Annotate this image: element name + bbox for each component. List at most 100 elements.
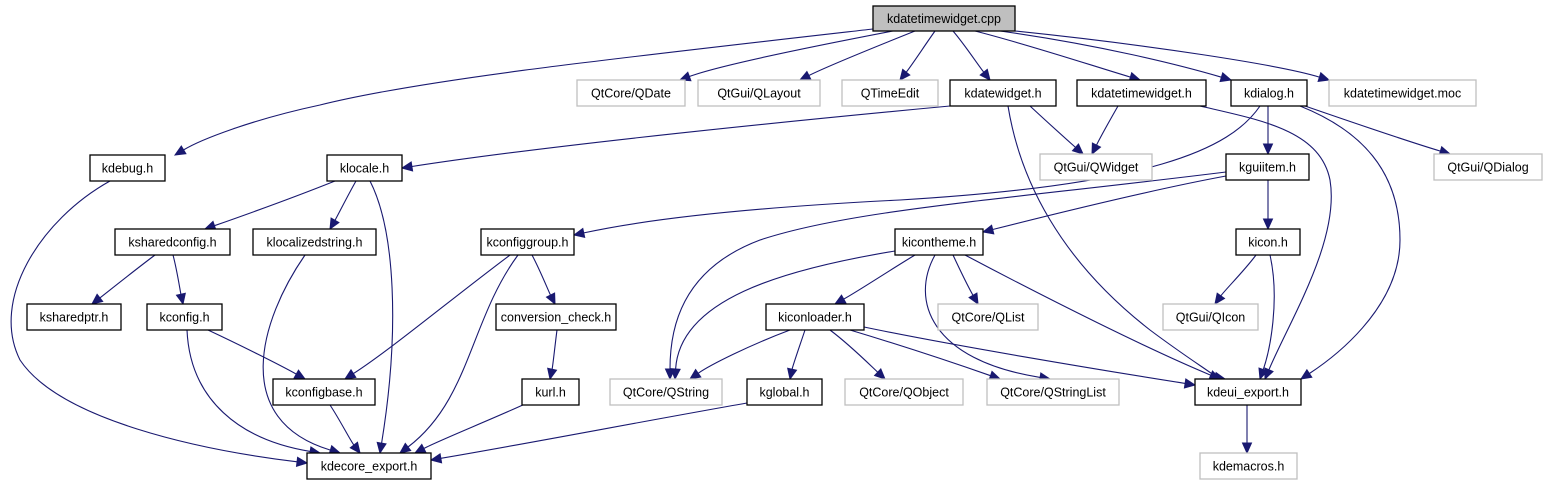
node-klocalizedstring-h[interactable]: klocalizedstring.h (252, 228, 377, 256)
node-klocale-h[interactable]: klocale.h (326, 154, 403, 182)
edge-line (583, 105, 1261, 234)
node-box[interactable] (146, 303, 223, 331)
node-box[interactable] (480, 228, 575, 256)
edge-kdialog-h-to-kguiitem-h (1262, 106, 1274, 156)
node-kurl-h[interactable]: kurl.h (521, 378, 580, 406)
edge-line (1007, 105, 1217, 378)
edge-kdatetimewidget-cpp-to-kdatetimewidget-h (974, 30, 1142, 82)
node-label: ksharedptr.h (40, 311, 109, 325)
node-box[interactable] (326, 154, 403, 182)
node-kdatetimewidget-h[interactable]: kdatetimewidget.h (1076, 79, 1207, 107)
node-box[interactable] (306, 452, 432, 480)
node-box (1199, 452, 1298, 480)
edge-line (440, 402, 748, 459)
node-box (1328, 79, 1477, 107)
node-kdecore-export-h[interactable]: kdecore_export.h (306, 452, 432, 480)
node-kiconloader-h[interactable]: kiconloader.h (765, 303, 865, 331)
arrowhead-icon (175, 292, 186, 306)
arrowhead-icon (1299, 368, 1313, 380)
edge-line (829, 329, 879, 373)
node-kicon-h[interactable]: kicon.h (1235, 228, 1301, 256)
node-box[interactable] (746, 378, 823, 406)
node-box[interactable] (949, 79, 1057, 107)
node-label: QtGui/QLayout (717, 87, 801, 101)
node-kconfiggroup-h[interactable]: kconfiggroup.h (480, 228, 575, 256)
edge-kdialog-h-to-qtgui-qdialog (1304, 105, 1452, 156)
edge-kconfiggroup-h-to-kdecore-export-h (399, 254, 519, 454)
node-kconfigbase-h[interactable]: kconfigbase.h (272, 378, 376, 406)
node-kglobal-h[interactable]: kglobal.h (746, 378, 823, 406)
node-label: kdemacros.h (1213, 460, 1285, 474)
edge-line (329, 404, 355, 446)
arrowhead-icon (968, 292, 979, 306)
edge-line (411, 105, 951, 168)
arrowhead-icon (1219, 72, 1233, 83)
edge-line (531, 254, 551, 296)
edge-kiconloader-h-to-qtcore-qstringlist (849, 329, 1002, 381)
edge-line (791, 329, 806, 370)
edge-line (353, 254, 511, 375)
node-ksharedptr-h[interactable]: ksharedptr.h (26, 303, 122, 331)
edge-line (172, 254, 182, 295)
node-conversion-check-h[interactable]: conversion_check.h (495, 303, 617, 331)
edge-line (1220, 254, 1257, 297)
node-kdebug-h[interactable]: kdebug.h (89, 154, 166, 182)
edge-line (863, 326, 1186, 384)
node-box[interactable] (765, 303, 865, 331)
node-box[interactable] (1235, 228, 1301, 256)
node-kicontheme-h[interactable]: kicontheme.h (894, 228, 984, 256)
node-label: kconfiggroup.h (486, 236, 568, 250)
node-label: kdialog.h (1244, 87, 1294, 101)
node-box[interactable] (26, 303, 122, 331)
arrowhead-icon (1091, 142, 1102, 156)
node-box[interactable] (1194, 378, 1302, 406)
node-label: kdebug.h (102, 162, 153, 176)
node-label: QtCore/QString (623, 386, 709, 400)
arrowhead-icon (91, 293, 104, 305)
node-box[interactable] (495, 303, 617, 331)
edge-kdatetimewidget-cpp-to-kdebug-h (173, 28, 874, 156)
node-box[interactable] (252, 228, 377, 256)
edge-line (905, 30, 936, 73)
node-box[interactable] (272, 378, 376, 406)
arrowhead-icon (572, 227, 586, 238)
edge-kdatetimewidget-cpp-to-qtimeedit (899, 30, 936, 81)
node-kdialog-h[interactable]: kdialog.h (1230, 79, 1308, 107)
node-box[interactable] (1225, 153, 1310, 181)
node-box[interactable] (894, 228, 984, 256)
node-qtcore-qobject: QtCore/QObject (844, 378, 964, 406)
arrowhead-icon (979, 68, 991, 81)
edge-kdialog-h-to-kconfiggroup-h (572, 105, 1261, 238)
node-kdeui-export-h[interactable]: kdeui_export.h (1194, 378, 1302, 406)
edge-line (808, 30, 916, 76)
node-ksharedconfig-h[interactable]: ksharedconfig.h (114, 228, 231, 256)
node-kdatewidget-h[interactable]: kdatewidget.h (949, 79, 1057, 107)
edge-kdatewidget-h-to-kdeui-export-h (1007, 105, 1227, 383)
node-label: QtCore/QStringList (1000, 386, 1106, 400)
node-label: kicon.h (1248, 236, 1288, 250)
node-box[interactable] (89, 154, 166, 182)
edge-line (675, 250, 896, 370)
arrowhead-icon (1071, 143, 1084, 155)
node-label: QtGui/QDialog (1447, 161, 1528, 175)
edge-kguiitem-h-to-kicon-h (1262, 180, 1274, 231)
arrowhead-icon (399, 442, 412, 454)
node-box[interactable] (521, 378, 580, 406)
node-box[interactable] (1076, 79, 1207, 107)
node-label: kdatetimewidget.moc (1344, 87, 1461, 101)
node-kconfig-h[interactable]: kconfig.h (146, 303, 223, 331)
node-label: kiconloader.h (778, 311, 852, 325)
arrowhead-icon (173, 145, 187, 156)
node-label: kconfigbase.h (285, 386, 362, 400)
edge-line (99, 254, 156, 299)
node-kguiitem-h[interactable]: kguiitem.h (1225, 153, 1310, 181)
edge-line (924, 254, 1041, 378)
node-box[interactable] (114, 228, 231, 256)
node-box[interactable] (1230, 79, 1308, 107)
edge-line (1299, 105, 1401, 374)
edge-line (1029, 105, 1076, 148)
edge-kdeui-export-h-to-kdemacros-h (1241, 405, 1253, 455)
edge-klocalizedstring-h-to-kdecore-export-h (262, 254, 342, 455)
node-box (609, 378, 723, 406)
edge-kconfig-h-to-kconfigbase-h (207, 329, 307, 380)
